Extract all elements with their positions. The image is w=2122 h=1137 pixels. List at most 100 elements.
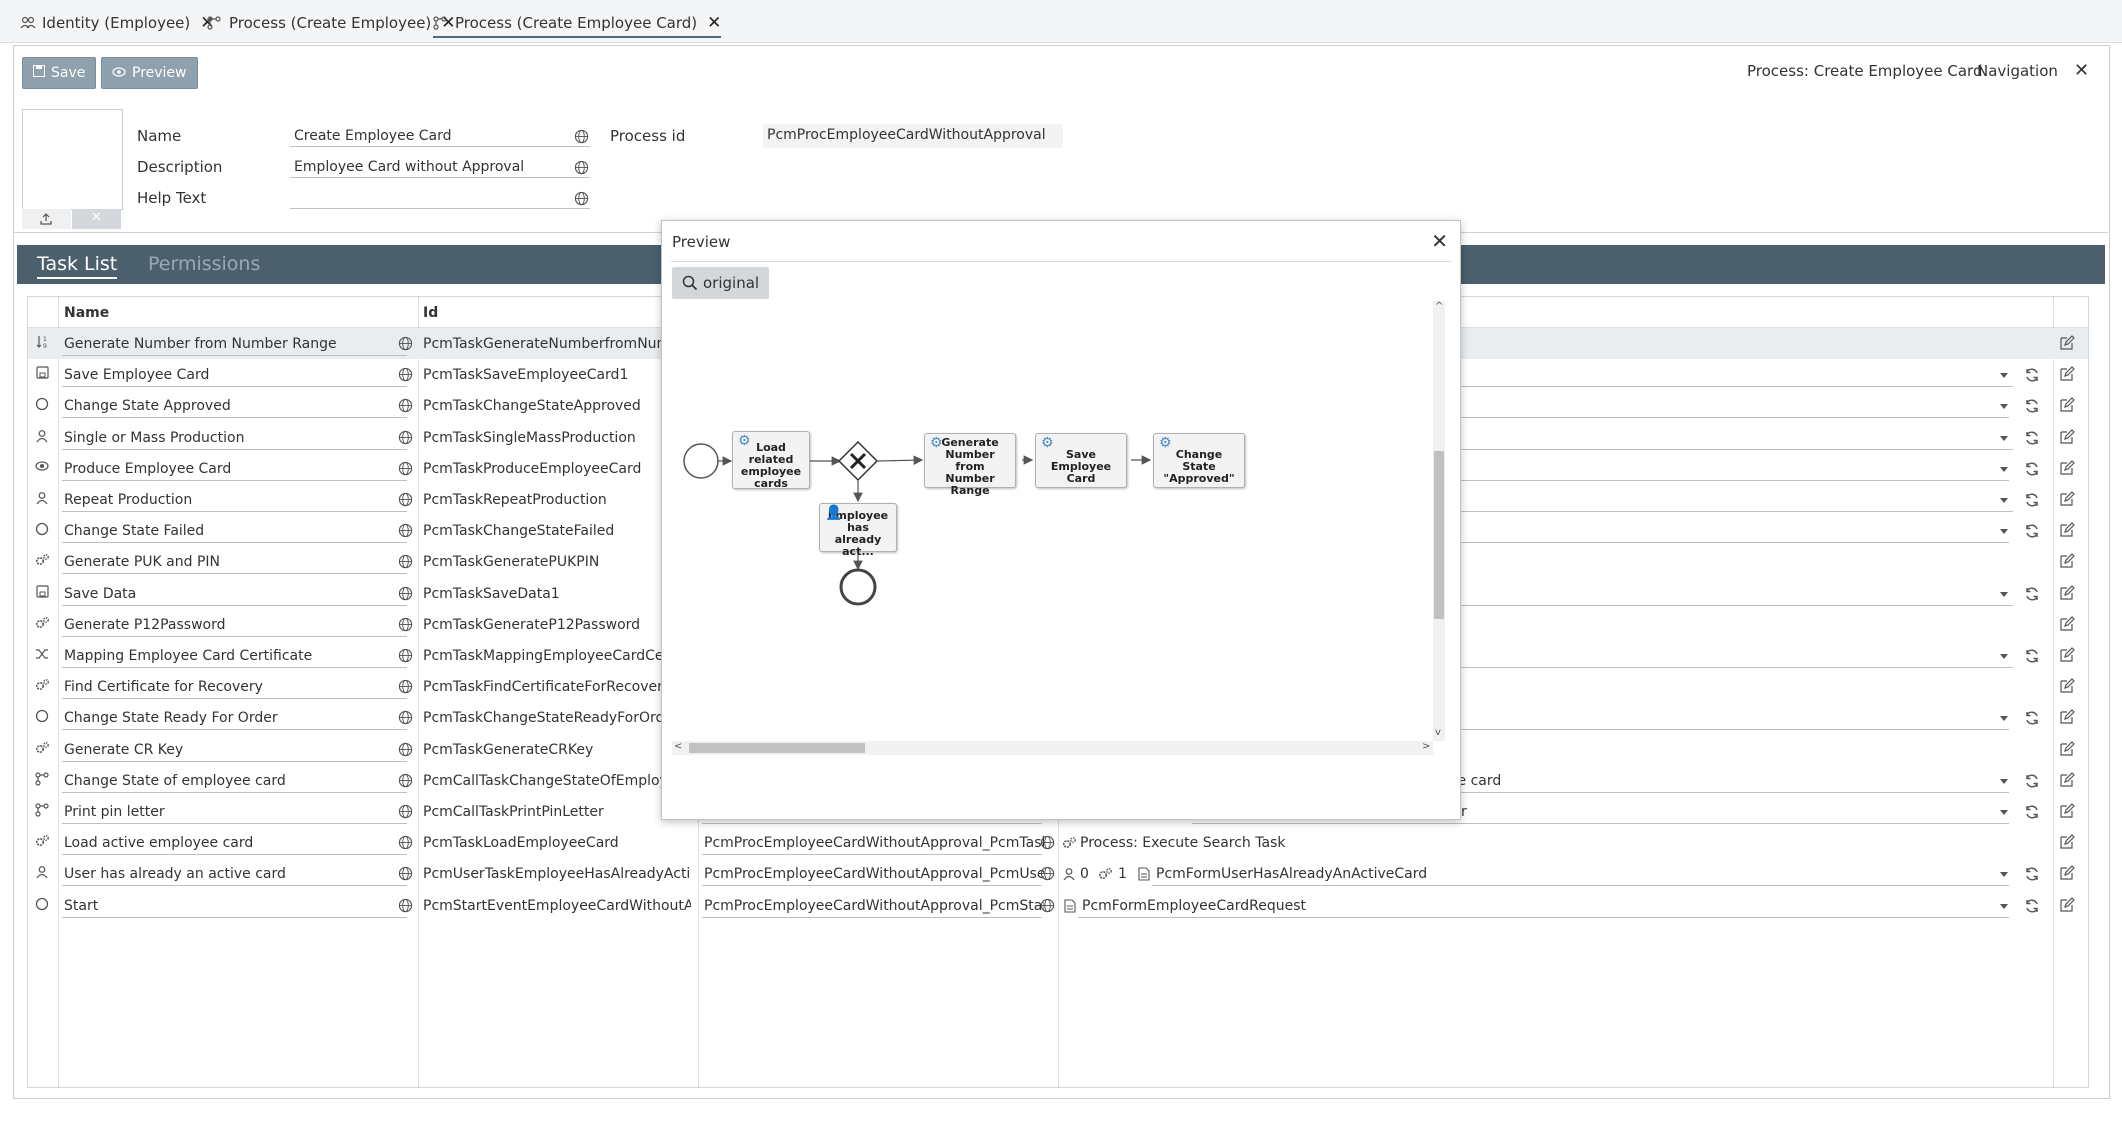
task-name-cell[interactable]: User has already an active card [64,866,286,883]
globe-icon[interactable] [398,804,413,823]
chevron-down-icon[interactable] [2000,498,2008,503]
refresh-icon[interactable] [2024,586,2040,602]
upload-image-button[interactable] [22,209,71,229]
process-breadcrumb[interactable]: Process: Create Employee Card [1747,62,1983,80]
chevron-left-icon[interactable]: < [674,741,683,752]
tab-identity-employee[interactable]: Identity (Employee) ✕ [20,10,215,36]
task-load-related-employee-cards[interactable]: ⚙ Load related employee cards [732,431,810,490]
tab-task-list[interactable]: Task List [37,253,118,279]
task-name-cell[interactable]: Start [64,897,99,914]
globe-icon[interactable] [398,617,413,636]
task-name-cell[interactable]: Change State of employee card [64,772,286,789]
edit-icon[interactable] [2059,366,2075,382]
globe-icon[interactable] [398,430,413,449]
chevron-down-icon[interactable] [2000,810,2008,815]
globe-icon[interactable] [398,554,413,573]
edit-icon[interactable] [2059,771,2075,788]
task-name-cell[interactable]: Generate PUK and PIN [64,554,220,571]
task-name-cell[interactable]: Repeat Production [64,492,193,508]
task-parameter-cell[interactable]: PcmFormEmployeeCardRequest [1082,897,1306,914]
chevron-down-icon[interactable] [2000,716,2008,722]
edit-icon[interactable] [2059,615,2075,632]
task-name-cell[interactable]: Generate P12Password [64,616,226,633]
tab-process-create-employee-card[interactable]: Process (Create Employee Card) ✕ [433,10,722,38]
globe-icon[interactable] [398,898,413,917]
edit-icon[interactable] [2059,397,2075,413]
globe-icon[interactable] [398,336,413,355]
task-definition-cell[interactable]: PcmProcEmployeeCardWithoutApproval_PcmSt… [704,897,1044,914]
globe-icon[interactable] [398,461,413,480]
globe-icon[interactable] [398,679,413,698]
navigation-link[interactable]: Navigation [1977,62,2058,80]
vertical-scrollbar[interactable]: ^ v [1433,301,1445,741]
refresh-icon[interactable] [2024,866,2040,882]
globe-icon[interactable] [398,835,413,854]
refresh-icon[interactable] [2024,710,2040,726]
task-name-cell[interactable]: Change State Ready For Order [64,710,278,727]
refresh-icon[interactable] [2024,398,2040,414]
refresh-icon[interactable] [2024,461,2040,477]
task-name-cell[interactable]: Single or Mass Production [64,429,245,446]
task-name-cell[interactable]: Save Employee Card [64,367,210,384]
edit-icon[interactable] [2059,865,2075,881]
globe-icon[interactable] [398,586,413,605]
task-name-cell[interactable]: Mapping Employee Card Certificate [64,648,313,664]
globe-icon[interactable] [398,367,413,386]
globe-icon[interactable] [574,160,589,175]
globe-icon[interactable] [1040,866,1055,885]
edit-icon[interactable] [2059,678,2075,694]
chevron-down-icon[interactable] [2000,404,2008,410]
close-icon[interactable]: ✕ [441,13,456,33]
edit-icon[interactable] [2059,491,2075,507]
chevron-down-icon[interactable] [2000,529,2008,535]
globe-icon[interactable] [398,773,413,792]
edit-icon[interactable] [2059,553,2075,569]
task-definition-cell[interactable]: PcmProcEmployeeCardWithoutApproval_PcmTa… [704,835,1044,852]
globe-icon[interactable] [398,398,413,417]
chevron-down-icon[interactable] [2000,778,2008,784]
edit-icon[interactable] [2059,896,2075,913]
edit-icon[interactable] [2059,740,2075,757]
scrollbar-thumb[interactable] [1434,451,1444,619]
chevron-down-icon[interactable] [2000,872,2008,878]
task-name-cell[interactable]: Change State Failed [64,523,205,540]
save-button[interactable]: Save [22,57,97,89]
chevron-down-icon[interactable]: v [1435,727,1441,738]
task-employee-has-already-active[interactable]: 👤 Employee has already act... [819,503,897,557]
edit-icon[interactable] [2059,428,2075,445]
task-save-employee-card[interactable]: ⚙ Save Employee Card [1035,433,1127,488]
task-name-cell[interactable]: Print pin letter [64,804,165,820]
task-name-cell[interactable]: Change State Approved [64,398,231,415]
globe-icon[interactable] [1040,898,1055,917]
close-icon[interactable]: ✕ [1431,229,1448,253]
globe-icon[interactable] [398,648,413,667]
refresh-icon[interactable] [2024,648,2040,664]
preview-button[interactable]: Preview [101,57,198,89]
chevron-down-icon[interactable] [2000,903,2008,909]
task-parameter-cell[interactable]: PcmFormUserHasAlreadyAnActiveCard [1156,866,1428,883]
chevron-down-icon[interactable] [2000,466,2008,472]
edit-icon[interactable] [2059,335,2075,351]
remove-image-button[interactable]: ✕ [72,209,121,229]
globe-icon[interactable] [398,742,413,761]
globe-icon[interactable] [574,129,589,144]
close-icon[interactable]: ✕ [707,13,722,33]
task-name-cell[interactable]: Find Certificate for Recovery [64,679,263,696]
refresh-icon[interactable] [2024,898,2040,914]
chevron-down-icon[interactable] [2000,435,2008,441]
task-name-cell[interactable]: Generate Number from Number Range [64,336,337,352]
task-change-state-approved[interactable]: ⚙ Change State "Approved" [1153,433,1245,488]
task-name-cell[interactable]: Generate CR Key [64,741,184,758]
start-event[interactable] [683,443,719,479]
close-icon[interactable]: ✕ [2074,60,2090,81]
refresh-icon[interactable] [2024,804,2040,820]
chevron-up-icon[interactable]: ^ [1435,301,1444,312]
